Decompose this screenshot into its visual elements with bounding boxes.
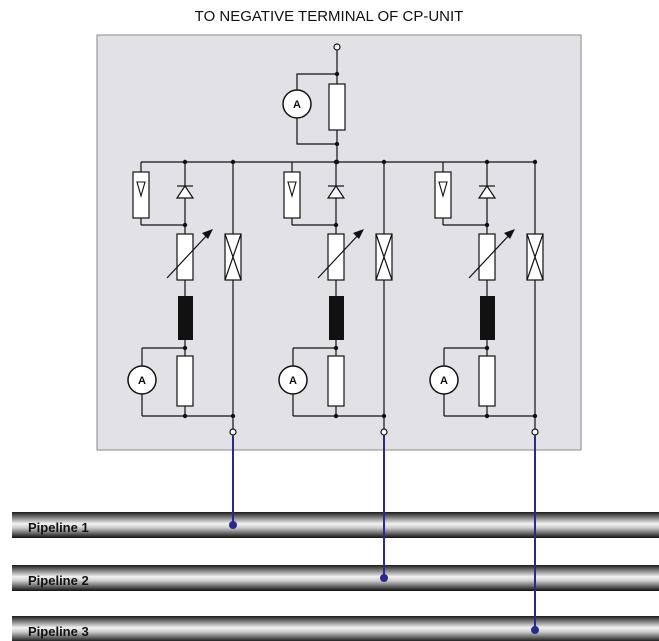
- branch-1-variable-resistor: [176, 233, 194, 281]
- pipeline-3: Pipeline 3: [12, 616, 659, 641]
- pipeline-3-label: Pipeline 3: [28, 624, 89, 639]
- branch-2-variable-resistor: [327, 233, 345, 281]
- branch-3-output-terminal: [531, 428, 539, 436]
- main-shunt-resistor: [328, 83, 346, 131]
- branch-1-pipe-connection: [229, 521, 237, 529]
- branch-2-shunt: [327, 355, 345, 407]
- diagram-title: TO NEGATIVE TERMINAL OF CP-UNIT: [195, 8, 464, 25]
- branch-3-inductor: [480, 296, 495, 340]
- pipeline-3-pipe: [12, 616, 659, 641]
- branch-1-ammeter-label: A: [138, 375, 146, 387]
- main-supply-section: A: [141, 43, 534, 165]
- branch-1-inductor: [178, 296, 193, 340]
- main-ammeter-label: A: [293, 99, 301, 111]
- branch-3-ammeter: [429, 365, 459, 395]
- pipeline-2: Pipeline 2: [12, 565, 659, 591]
- pipeline-2-label: Pipeline 2: [28, 573, 89, 588]
- pipeline-1-pipe: [12, 512, 659, 538]
- branch-2-inductor: [329, 296, 344, 340]
- branch-3-ammeter-label: A: [440, 375, 448, 387]
- branch-3-diode: [477, 184, 497, 199]
- branch-1: A: [127, 159, 242, 529]
- branch-3-shunt: [478, 355, 496, 407]
- branch-2: A: [278, 159, 393, 582]
- branch-1-shunt: [176, 355, 194, 407]
- pipeline-2-pipe: [12, 565, 659, 591]
- branch-2-ammeter-label: A: [289, 375, 297, 387]
- branch-3-variable-resistor: [478, 233, 496, 281]
- branch-1-diode: [175, 184, 195, 199]
- negative-terminal-node: [333, 43, 341, 51]
- branch-2-diode: [326, 184, 346, 199]
- branch-2-ammeter: [278, 365, 308, 395]
- branch-1-ammeter: [127, 365, 157, 395]
- branch-2-output-terminal: [380, 428, 388, 436]
- pipeline-1: Pipeline 1: [12, 512, 659, 538]
- branch-3-pipe-connection: [531, 626, 539, 634]
- branch-3: A: [429, 159, 544, 634]
- main-ammeter: [282, 89, 312, 119]
- branch-1-output-terminal: [229, 428, 237, 436]
- pipeline-1-label: Pipeline 1: [28, 520, 89, 535]
- branch-2-pipe-connection: [380, 574, 388, 582]
